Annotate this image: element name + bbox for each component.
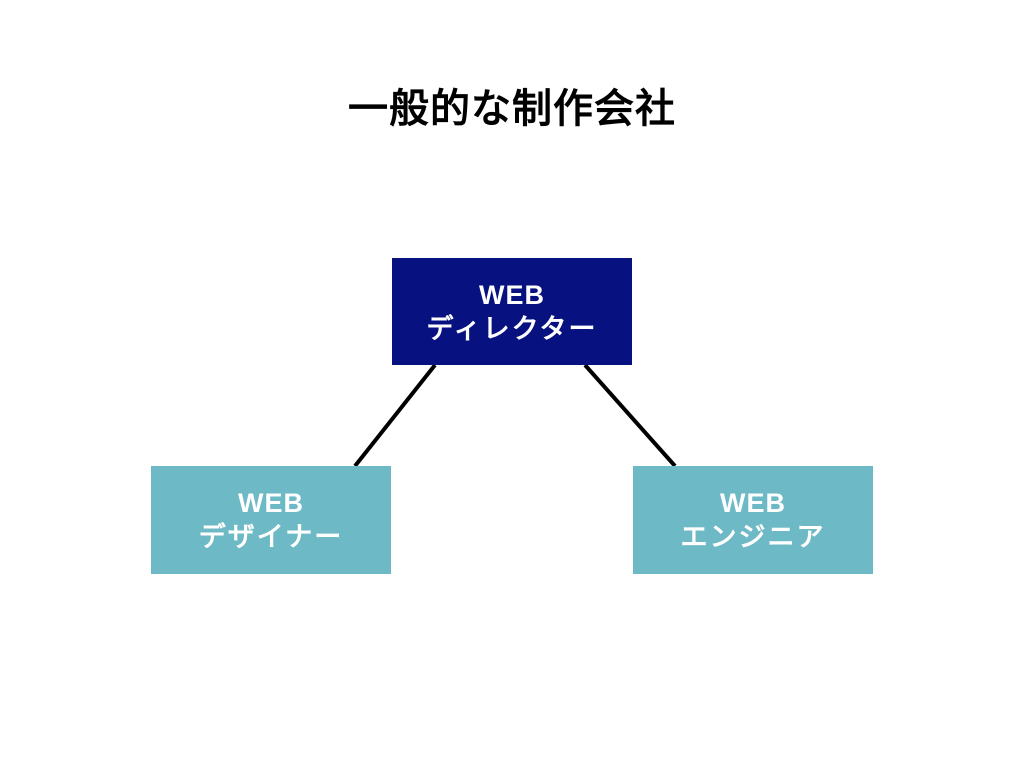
node-web-designer-label-line1: WEB: [238, 488, 304, 518]
connector-director-designer: [353, 363, 437, 468]
connector-director-engineer: [583, 363, 677, 468]
node-web-director-label-line2: ディレクター: [426, 313, 598, 344]
node-web-designer-label-line2: デザイナー: [198, 522, 344, 552]
diagram-title: 一般的な制作会社: [348, 87, 676, 131]
node-web-engineer-label-line2: エンジニア: [680, 522, 826, 552]
node-web-engineer: WEB エンジニア: [633, 466, 873, 574]
node-web-director-label-line1: WEB: [479, 279, 545, 310]
node-web-engineer-label-line1: WEB: [720, 488, 786, 518]
node-web-designer: WEB デザイナー: [151, 466, 391, 574]
node-web-director: WEB ディレクター: [392, 258, 632, 365]
